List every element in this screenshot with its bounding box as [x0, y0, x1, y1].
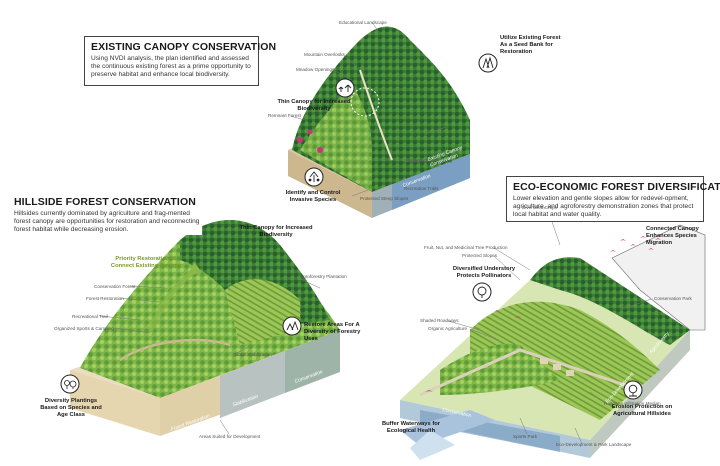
erosion-protection-icon: [623, 380, 643, 400]
label-organized-sports: Organized Sports & Camping: [54, 326, 114, 331]
label-meadow-openings: Meadow Openings: [296, 67, 335, 72]
hillside-forest-description: Hillsides currently dominated by agricul…: [14, 210, 200, 234]
label-mountain-overlooks: Mountain Overlooks: [304, 52, 345, 57]
label-diversity-plantings: Diversity Plantings Based on Species and…: [40, 398, 102, 418]
seed-bank-icon: [478, 53, 498, 73]
label-forest-restoration: Forest Restoration: [86, 296, 124, 301]
label-slope-stabilization: Slope Stabilization: [234, 352, 272, 357]
hillside-forest-title: HILLSIDE FOREST CONSERVATION: [14, 196, 196, 208]
label-protected-steep-slopes: Protected Steep Slopes: [360, 196, 409, 201]
left-block: [70, 220, 340, 436]
label-fruit-nut: Fruit, Nut, and Medicinal Tree Productio…: [424, 245, 508, 250]
existing-canopy-title: EXISTING CANOPY CONSERVATION: [91, 41, 277, 53]
label-shaded-roadways: Shaded Roadways: [420, 318, 459, 323]
diversity-plantings-icon: [60, 374, 80, 394]
label-organic-agriculture: Organic Agriculture: [428, 326, 468, 331]
label-diverse-tree: Diverse Tree Planting: [408, 158, 452, 163]
label-thin-canopy-top: Thin Canopy for Increased Biodiversity: [277, 99, 351, 112]
label-agroforestry-plantation: Agroforestry Plantation: [300, 274, 347, 279]
label-roadway-infiltration: Roadway Infiltration Median: [604, 401, 661, 406]
hillside-forest-box: HILLSIDE FOREST CONSERVATION Hillsides c…: [14, 196, 202, 235]
existing-canopy-description: Using NVDI analysis, the plan identified…: [91, 55, 251, 79]
label-sports-park: Sports Park: [513, 434, 537, 439]
label-conservation-park: Conservation Park: [654, 296, 692, 301]
label-areas-suited: Areas Suited for Development: [199, 434, 261, 439]
label-conservation-forest: Conservation Forest: [94, 284, 136, 289]
eco-economic-title: ECO-ECONOMIC FOREST DIVERSIFICATION: [513, 181, 720, 193]
understory-icon: [472, 282, 492, 302]
eco-economic-description: Lower elevation and gentle slopes allow …: [513, 195, 694, 219]
label-educational-landscape: Educational Landscape: [339, 20, 387, 25]
label-erosion-protection: Erosion Protection on Agricultural Hills…: [611, 404, 673, 417]
restore-areas-icon: [282, 316, 302, 336]
label-eco-development: Eco-Development & Park Landscape: [556, 442, 632, 447]
invasive-species-icon: [304, 167, 324, 187]
label-buffer-waterways: Buffer Waterways for Ecological Health: [381, 421, 441, 434]
label-invasive-species: Identify and Control Invasive Species: [285, 190, 341, 203]
thin-canopy-icon-top: [335, 78, 355, 98]
existing-canopy-box: EXISTING CANOPY CONSERVATION Using NVDI …: [84, 36, 277, 86]
top-block: [288, 26, 470, 218]
label-protected-slopes-right: Protected Slopes: [462, 253, 497, 258]
leader-lines: [99, 21, 652, 445]
label-thin-canopy-left: Thin Canopy for Increased Biodiversity: [239, 225, 313, 238]
bird-marks: [425, 236, 661, 392]
label-seed-bank: Utilize Existing Forest As a Seed Bank f…: [500, 35, 561, 55]
label-connected-canopy: Connected Canopy Enhances Species Migrat…: [646, 226, 699, 246]
label-restore-areas: Restore Areas For A Diversity of Forestr…: [304, 322, 361, 342]
label-recreational-trail: Recreational Trail: [72, 314, 108, 319]
label-priority-restoration: Priority Restoration to Connect Existing…: [110, 256, 182, 269]
eco-economic-box: ECO-ECONOMIC FOREST DIVERSIFICATION Lowe…: [506, 176, 720, 222]
label-recreation-trails: Recreation Trails: [404, 186, 439, 191]
label-diversified-crops: Diversified Crops: [522, 205, 557, 210]
label-remnant-forest: Remnant Forest: [268, 113, 301, 118]
label-diversified-understory: Diversified Understory Protects Pollinat…: [452, 266, 516, 279]
